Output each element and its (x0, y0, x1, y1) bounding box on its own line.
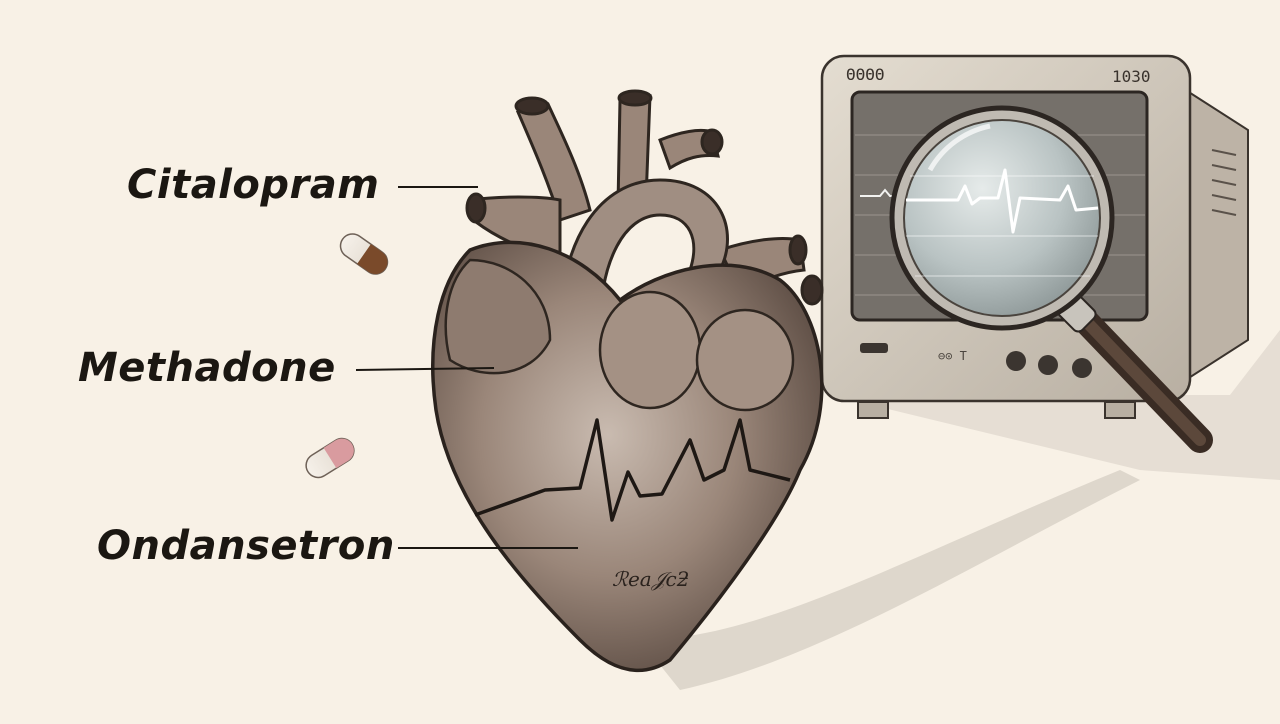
monitor-top-right-text: 1030 (1112, 67, 1151, 86)
monitor-top-left-text: ΘΘΘΘ (846, 65, 885, 84)
shadows (640, 330, 1280, 690)
pill-capsule-icon (305, 437, 355, 479)
heart-scribble-text: ℛea𝒥cƻ (612, 567, 689, 591)
heart-illustration: ℛea𝒥cƻ (431, 89, 824, 673)
svg-text:⊖⊙ T: ⊖⊙ T (938, 349, 967, 363)
label-citalopram: Citalopram (127, 162, 380, 208)
pill-capsule-icon (339, 233, 389, 275)
leader-line-methadone (355, 367, 495, 371)
magnifying-glass-icon (889, 105, 1213, 453)
label-methadone: Methadone (78, 345, 336, 391)
leader-lines (355, 186, 578, 549)
label-ondansetron: Ondansetron (97, 523, 395, 569)
